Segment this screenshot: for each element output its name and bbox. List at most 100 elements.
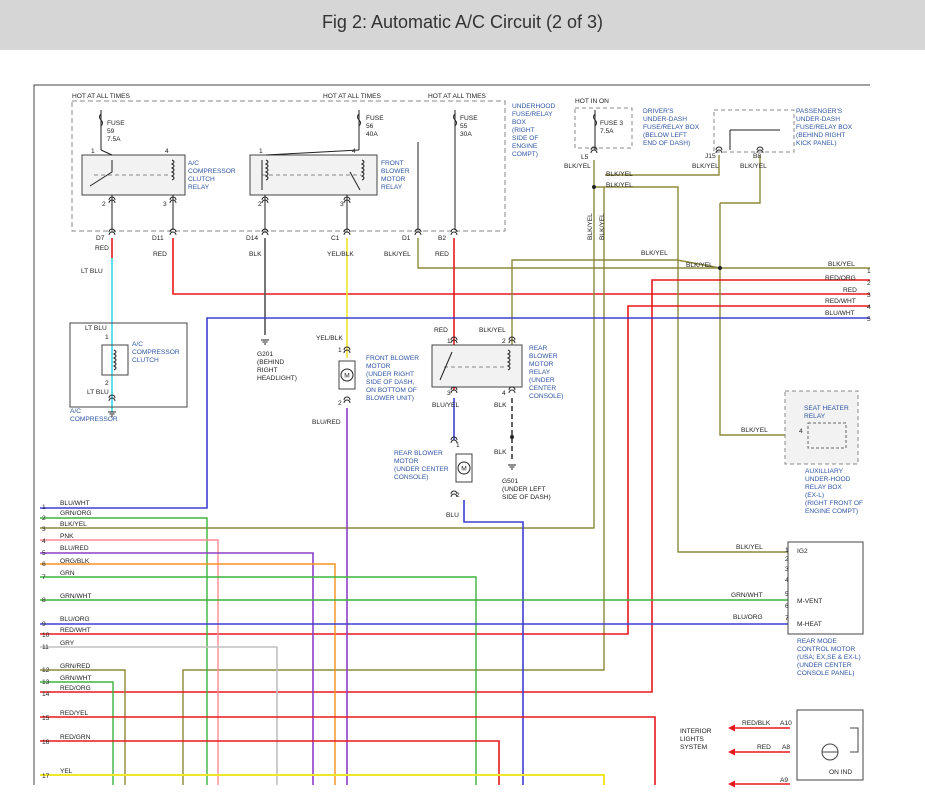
- g501-label: G501: [502, 478, 518, 485]
- left-wire-number: 13: [42, 679, 50, 686]
- connector-16: [169, 199, 177, 204]
- passenger-box-label: UNDER-DASH: [796, 116, 840, 123]
- driver-box-label: FUSE/RELAY BOX: [643, 124, 700, 131]
- left-wire-number: 5: [42, 550, 46, 557]
- fuse-56-label: FUSE: [366, 115, 384, 122]
- wire-red-org-14: [40, 279, 870, 693]
- pin: 3: [447, 390, 451, 397]
- driver-box-label: UNDER-DASH: [643, 116, 687, 123]
- wire-label: YEL/BLK: [316, 335, 343, 342]
- pin: 1: [105, 334, 109, 341]
- fuse-wire: [265, 149, 360, 156]
- left-wire-label: GRN/ORG: [60, 510, 92, 517]
- ac-relay-label: CLUTCH: [188, 176, 215, 183]
- connector-6: [590, 149, 598, 154]
- wire-grn-red-12: [40, 669, 126, 785]
- connector-10: [508, 386, 516, 391]
- pin: 4: [785, 577, 789, 584]
- pin: 2: [785, 556, 789, 563]
- connector-8: [756, 149, 764, 154]
- left-wire-number: 15: [42, 715, 50, 722]
- rear-blower-relay-label: CENTER: [529, 385, 556, 392]
- fuse-wire: [100, 149, 113, 156]
- left-wire-number: 16: [42, 739, 50, 746]
- fuse-3-symbol: [593, 113, 597, 127]
- aux-box-label: (RIGHT FRONT OF: [805, 500, 863, 507]
- connector-14: [450, 493, 458, 498]
- wire-label: YEL/BLK: [327, 251, 354, 258]
- wire-blk-yel-3: [40, 160, 595, 529]
- clutch-label: COMPRESSOR: [132, 349, 180, 356]
- connector-15: [108, 199, 116, 204]
- connector-17: [261, 199, 269, 204]
- connector-0: [108, 231, 116, 236]
- wire-label: RED: [434, 327, 448, 334]
- wire-label: LT BLU: [81, 268, 103, 275]
- pin-d7: D7: [96, 235, 105, 242]
- passenger-box-label: KICK PANEL): [796, 140, 837, 147]
- fuse-56-label: 56: [366, 123, 374, 130]
- hot-in-on-label: HOT IN ON: [575, 98, 609, 105]
- fb-relay-coil-2: [360, 159, 365, 181]
- front-blower-motor-label: ON BOTTOM OF: [366, 387, 417, 394]
- connector-11: [343, 349, 351, 354]
- wire-label: RED/ORG: [825, 275, 856, 282]
- connector-9: [450, 386, 458, 391]
- passenger-box-label: PASSENGER'S: [796, 108, 843, 115]
- wire-label: BLK/YEL: [741, 427, 768, 434]
- wire-red-wht-10: [40, 305, 870, 635]
- wire-label: BLK/YEL: [686, 262, 713, 269]
- left-wire-label: GRN/WHT: [60, 593, 92, 600]
- fuse-59-label: FUSE: [107, 120, 125, 127]
- fb-relay-label: MOTOR: [381, 176, 406, 183]
- left-wire-label: BLU/ORG: [60, 616, 90, 623]
- left-wire-label: YEL: [60, 768, 73, 775]
- connector-9: [450, 389, 458, 394]
- pin: 2: [102, 201, 106, 208]
- wire-red-grn-16: [40, 740, 500, 785]
- wire-label: RED: [95, 245, 109, 252]
- front-blower-motor-circle: [340, 368, 354, 382]
- wire-d1-blk-yel: [417, 238, 870, 269]
- left-wire-number: 7: [42, 574, 46, 581]
- pin-c1: C1: [331, 235, 340, 242]
- wire-rear-relay-blk-yel: [511, 259, 721, 345]
- clutch-coil: [112, 349, 117, 371]
- rear-blower-motor-label: REAR BLOWER: [394, 450, 443, 457]
- left-wire-label: GRN/RED: [60, 663, 91, 670]
- g201-label: RIGHT: [257, 367, 278, 374]
- fuse-3-label: 7.5A: [600, 128, 614, 135]
- seat-relay-label: RELAY: [804, 413, 826, 420]
- left-wire-label: BLK/YEL: [60, 521, 87, 528]
- fuse-59-symbol: [99, 113, 103, 127]
- pin: 4: [352, 148, 356, 155]
- wire-label: BLK: [494, 402, 507, 409]
- pin-b2: B2: [438, 235, 446, 242]
- pin-a10: A10: [780, 720, 792, 727]
- connector-7: [715, 149, 723, 154]
- wire-label: RED: [153, 251, 167, 258]
- ac-relay-switch: [89, 160, 113, 187]
- connector-4: [414, 228, 422, 233]
- driver-box-label: DRIVER'S: [643, 108, 674, 115]
- connector-20: [508, 339, 516, 344]
- pin: 2: [456, 492, 460, 499]
- pin: 3: [785, 566, 789, 573]
- left-wire-number: 9: [42, 621, 46, 628]
- fuse-59-label: 7.5A: [107, 136, 121, 143]
- wire-label: GRN/WHT: [731, 592, 763, 599]
- mode-motor-label: CONTROL MOTOR: [797, 646, 855, 653]
- connector-16: [169, 196, 177, 201]
- mode-motor-label: REAR MODE: [797, 638, 838, 645]
- wire-label: BLU: [446, 512, 459, 519]
- wire-label: BLK/YEL: [606, 182, 633, 189]
- fb-relay-switch: [349, 171, 361, 191]
- fb-relay-label: RELAY: [381, 184, 403, 191]
- pin: 3: [163, 201, 167, 208]
- right-wire-number: 4: [867, 304, 871, 311]
- mode-motor-box: [787, 541, 864, 635]
- pin: 1: [785, 547, 789, 554]
- underhood-box-label: UNDERHOOD: [512, 103, 555, 110]
- splice-dot: [510, 435, 514, 439]
